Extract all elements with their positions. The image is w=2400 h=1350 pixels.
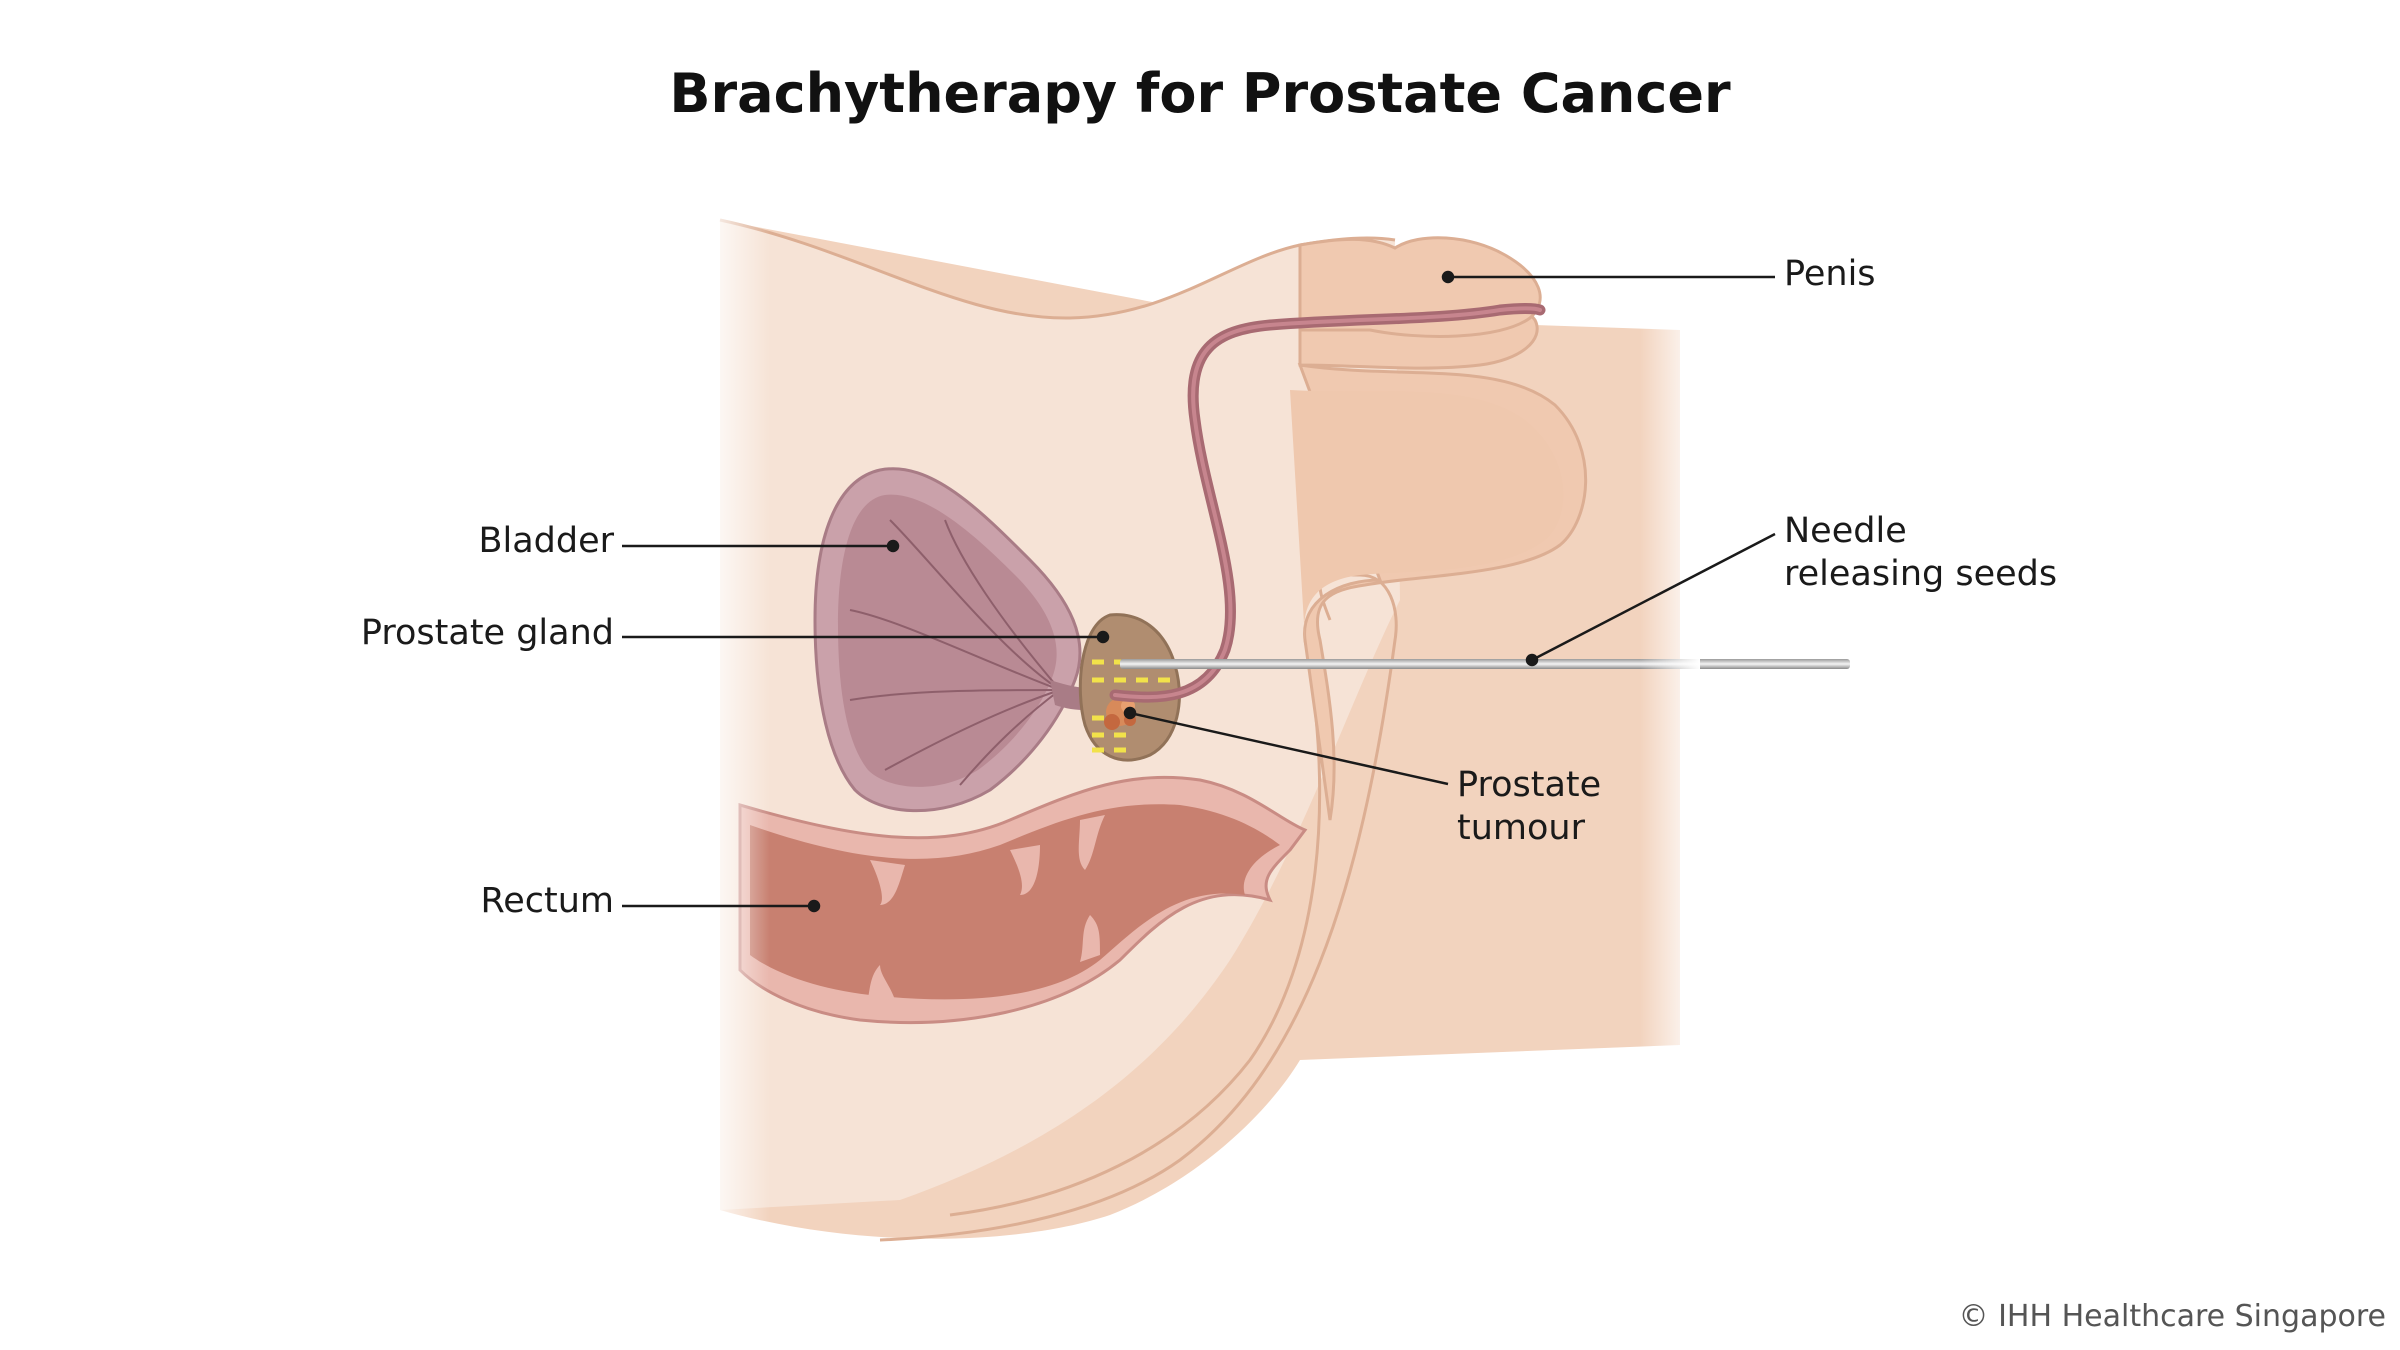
leader-lines — [622, 270, 1776, 913]
seeds — [1092, 659, 1170, 753]
tumour — [1104, 698, 1136, 730]
scrotum-fill — [1290, 390, 1564, 640]
label-needle: Needle releasing seeds — [1784, 511, 2058, 594]
label-rectum: Rectum — [480, 881, 614, 921]
label-bladder: Bladder — [478, 521, 614, 561]
inner-thigh-fold — [949, 639, 1322, 1217]
label-penis: Penis — [1784, 254, 1876, 294]
copyright-credit: © IHH Healthcare Singapore — [1958, 1299, 2386, 1334]
rectum-inner — [750, 804, 1280, 1000]
bladder-inner — [838, 494, 1057, 787]
label-prostate-gland: Prostate gland — [360, 613, 614, 653]
fade-right — [1640, 300, 1700, 1080]
bladder-folds — [849, 519, 1061, 786]
diagram-title: Brachytherapy for Prostate Cancer — [669, 62, 1731, 125]
rectum-folds — [868, 815, 1105, 1000]
fade-left — [700, 150, 770, 1270]
needle — [1120, 659, 1850, 669]
label-prostate-tumour: Prostate tumour — [1457, 765, 1602, 848]
